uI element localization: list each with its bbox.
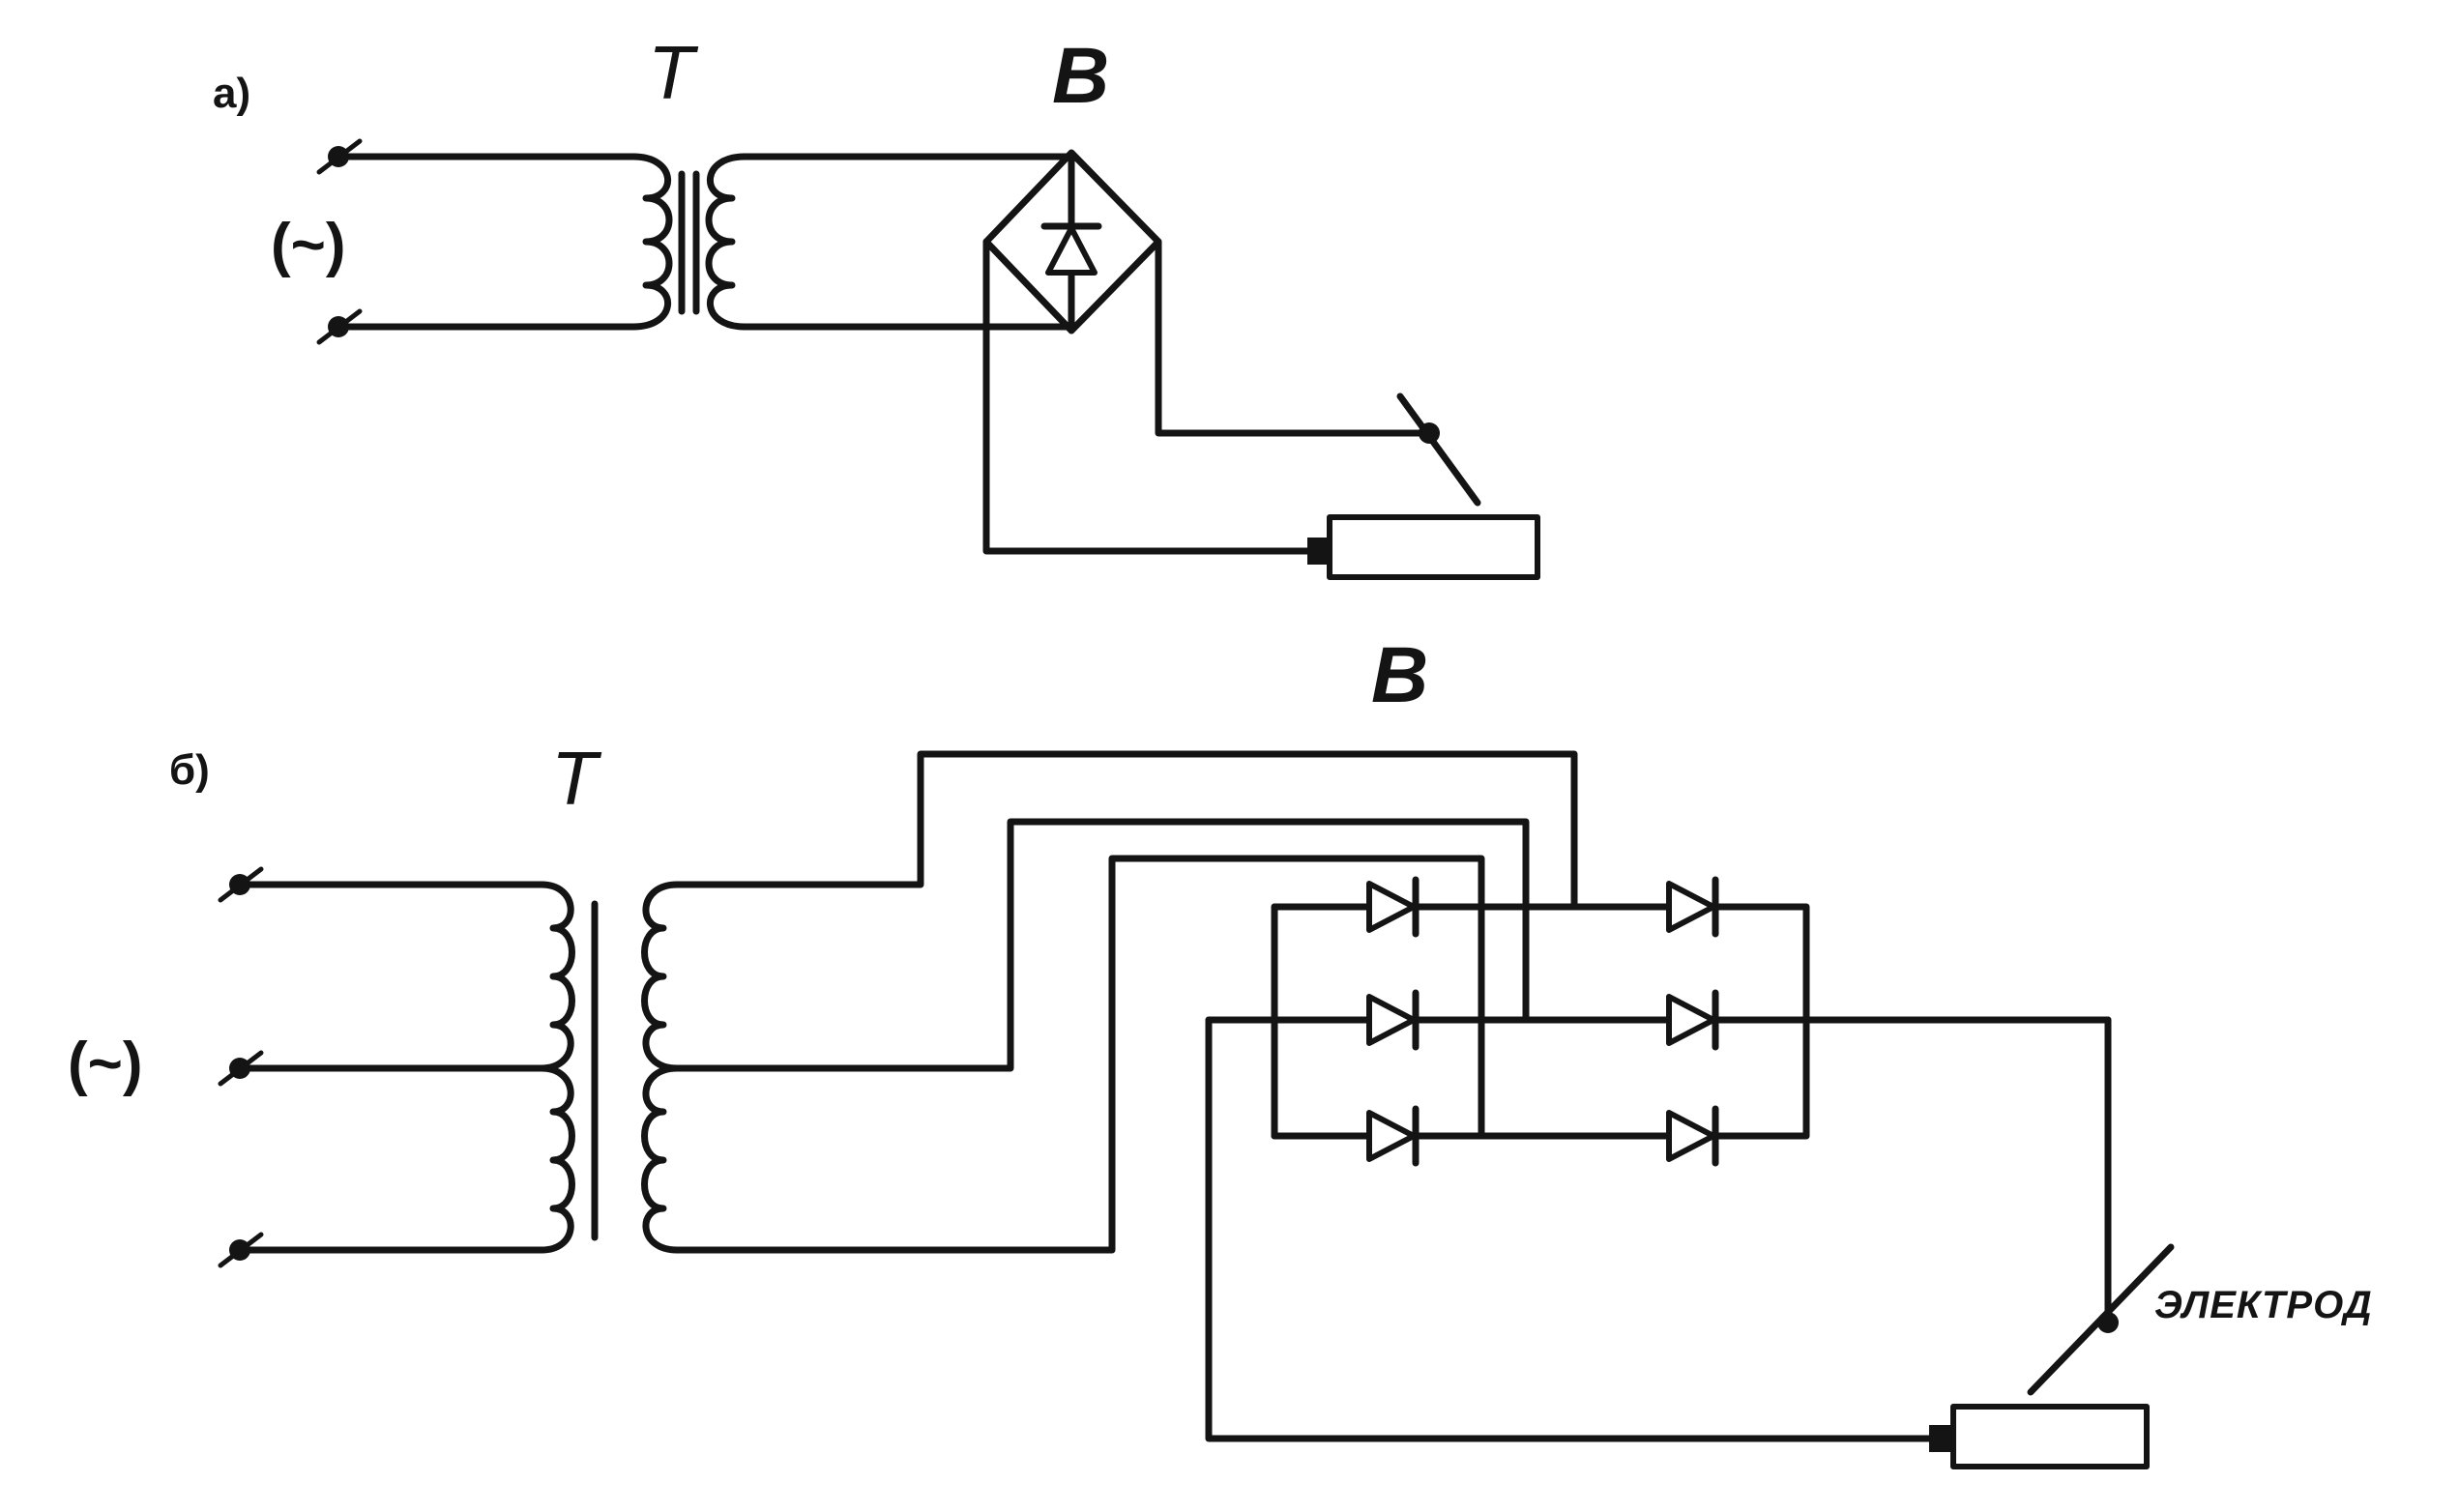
primary-winding-a-icon xyxy=(629,153,673,331)
diode-2-icon xyxy=(1369,993,1416,1047)
electrode-b-icon xyxy=(2027,1243,2175,1396)
workpiece-a-icon xyxy=(1327,514,1540,580)
circuit-a xyxy=(316,138,1540,580)
phase-lead-2 xyxy=(673,818,1530,1072)
transformer-label-b: T xyxy=(551,736,598,821)
diode-3-icon xyxy=(1369,1109,1416,1163)
primary-winding-b-icon xyxy=(538,881,575,1254)
secondary-winding-a-icon xyxy=(705,153,748,331)
diode-1-icon xyxy=(1369,880,1416,934)
electrode-label: ЭЛЕКТРОД xyxy=(2154,1284,2373,1326)
diode-6-icon xyxy=(1669,1109,1715,1163)
diode-5-icon xyxy=(1669,993,1715,1047)
workpiece-b-icon xyxy=(1950,1404,2150,1469)
secondary-winding-b-icon xyxy=(641,881,681,1254)
rectifier-label-a: B xyxy=(1052,32,1110,120)
supply-label-b: (~) xyxy=(68,1031,143,1097)
electrode-a-icon xyxy=(1396,393,1481,507)
circuit-b xyxy=(218,750,2175,1469)
bridge-diode-icon xyxy=(1044,226,1098,273)
part-label-b: б) xyxy=(169,746,210,794)
rectifier-label-b: B xyxy=(1371,631,1429,719)
primary-wire-a xyxy=(335,153,637,331)
phase-lead-1 xyxy=(673,750,1578,911)
phase-lead-3 xyxy=(673,855,1485,1254)
bridge-rectifier-a xyxy=(982,149,1162,334)
supply-label-a: (~) xyxy=(271,212,346,278)
part-label-a: а) xyxy=(213,70,251,117)
transformer-label-a: T xyxy=(648,30,694,115)
diode-4-icon xyxy=(1669,880,1715,934)
